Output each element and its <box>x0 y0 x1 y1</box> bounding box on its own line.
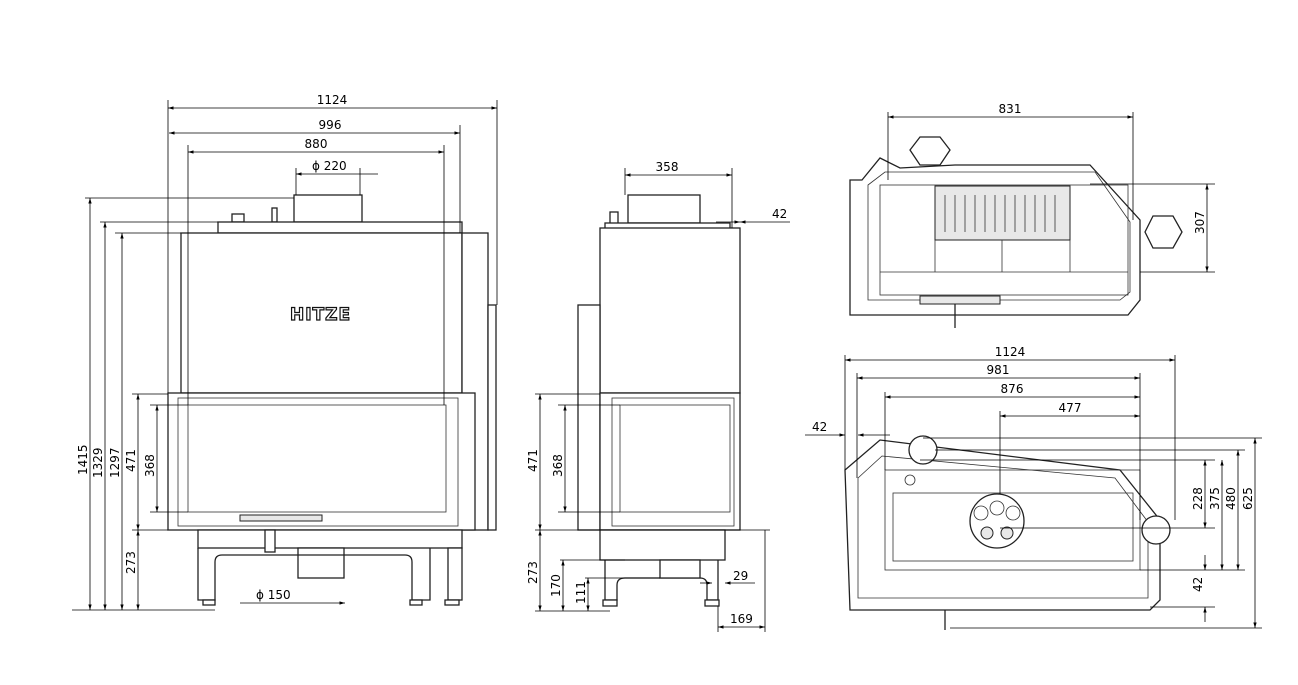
dimension-label: 358 <box>656 160 679 174</box>
door-frame <box>167 392 476 531</box>
top-view <box>849 136 1183 328</box>
dimension-label: 42 <box>1191 577 1205 592</box>
flue-outlet <box>969 493 1025 549</box>
dimension-label: 273 <box>526 561 540 584</box>
top-dimensions: 831 307 <box>887 102 1215 273</box>
flue-collar <box>293 194 363 223</box>
top-plate <box>217 221 463 234</box>
flue-hex <box>909 136 951 166</box>
upper-housing <box>180 232 463 394</box>
dimension-label: ϕ 150 <box>256 588 291 602</box>
front-view: HITZE <box>72 194 497 611</box>
grille <box>934 185 1071 241</box>
dimension-label: 170 <box>549 574 563 597</box>
dimension-label: 996 <box>319 118 342 132</box>
dimension-label: 307 <box>1193 211 1207 234</box>
side-view <box>577 194 741 607</box>
dimension-label: 273 <box>124 551 138 574</box>
dimension-label: 111 <box>574 581 588 604</box>
door-frame <box>599 392 741 531</box>
dimension-label: 368 <box>551 454 565 477</box>
dimension-label: ϕ 220 <box>312 159 347 173</box>
dimension-label: 42 <box>772 207 787 221</box>
dimension-label: 368 <box>143 454 157 477</box>
glass <box>187 404 447 513</box>
dimension-label: 42 <box>812 420 827 434</box>
dimension-label: 375 <box>1208 487 1222 510</box>
dimension-label: 471 <box>526 449 540 472</box>
dimension-label: 228 <box>1191 487 1205 510</box>
logo: HITZE <box>290 305 351 325</box>
front-dimensions: 1124 996 880 ϕ 220 1415 1329 1297 471 36… <box>76 93 498 610</box>
dimension-label: 1124 <box>995 345 1026 359</box>
dimension-label: 1297 <box>108 447 122 478</box>
dimension-label: 876 <box>1001 382 1024 396</box>
upper-housing <box>599 227 741 394</box>
dimension-label: 1329 <box>91 447 105 478</box>
dimension-label: 471 <box>124 449 138 472</box>
dimension-label: 480 <box>1224 487 1238 510</box>
dimension-label: 1415 <box>76 444 90 475</box>
side-dimensions: 358 42 471 368 273 170 111 29 169 <box>526 160 790 632</box>
dimension-label: 1124 <box>317 93 348 107</box>
dimension-label: 831 <box>999 102 1022 116</box>
dimension-label: 625 <box>1241 487 1255 510</box>
dimension-label: 169 <box>730 612 753 626</box>
dimension-label: 880 <box>305 137 328 151</box>
dimension-label: 29 <box>733 569 748 583</box>
plan-view <box>844 435 1171 630</box>
base-frame <box>197 529 463 549</box>
dimension-label: 477 <box>1059 401 1082 415</box>
dimension-label: 981 <box>987 363 1010 377</box>
plan-dimensions: 1124 981 876 477 42 228 375 480 625 42 <box>805 345 1262 629</box>
